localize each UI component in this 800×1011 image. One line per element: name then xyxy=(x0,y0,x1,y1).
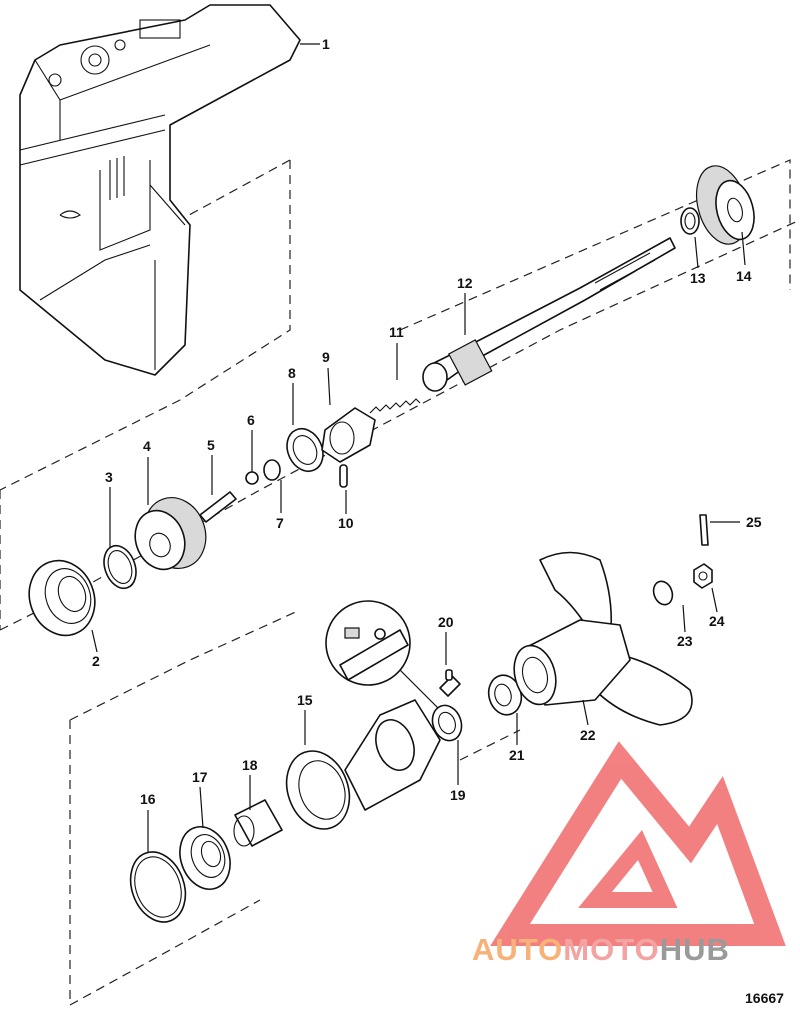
callout-8: 8 xyxy=(288,365,296,381)
callout-6: 6 xyxy=(247,412,255,428)
detail-inset xyxy=(325,600,441,711)
callout-15: 15 xyxy=(297,692,313,708)
callout-5: 5 xyxy=(207,437,215,453)
watermark-moto: MOTO xyxy=(563,932,659,967)
screw xyxy=(439,669,461,697)
callout-1: 1 xyxy=(322,36,330,52)
thrust-washer xyxy=(286,428,324,472)
pinion-gear xyxy=(134,497,207,571)
spring xyxy=(369,398,421,414)
callout-22: 22 xyxy=(580,727,596,743)
callout-17: 17 xyxy=(192,769,208,785)
watermark-text: AUTOMOTOHUB xyxy=(472,932,730,967)
callout-4: 4 xyxy=(143,438,151,454)
callout-16: 16 xyxy=(140,791,156,807)
shim-ring xyxy=(103,544,137,590)
forward-gear xyxy=(696,165,755,245)
o-ring xyxy=(129,851,187,923)
callout-11: 11 xyxy=(389,324,404,340)
bearing-carrier xyxy=(285,699,441,830)
propeller-shaft xyxy=(422,237,676,392)
callout-7: 7 xyxy=(276,515,284,531)
clutch-dog xyxy=(321,407,376,463)
callout-2: 2 xyxy=(92,653,100,669)
cross-pin xyxy=(339,464,348,488)
watermark-logo xyxy=(490,741,786,946)
pin xyxy=(199,491,237,523)
callout-18: 18 xyxy=(242,757,258,773)
callout-10: 10 xyxy=(338,515,354,531)
callout-14: 14 xyxy=(736,268,752,284)
propeller-nut xyxy=(693,563,713,589)
callout-24: 24 xyxy=(709,613,725,629)
gear-housing xyxy=(19,4,301,376)
thrust-hub xyxy=(487,674,523,716)
leader-lines xyxy=(91,43,746,852)
callout-20: 20 xyxy=(438,614,454,630)
ball xyxy=(245,471,259,485)
propeller-washer xyxy=(652,580,674,606)
callout-25: 25 xyxy=(746,514,762,530)
callout-21: 21 xyxy=(509,747,525,763)
watermark-auto: AUTO xyxy=(472,932,563,967)
propeller xyxy=(513,551,693,726)
callout-labels: 1 2 3 4 5 6 7 8 9 10 11 12 13 14 15 16 1… xyxy=(92,36,762,807)
callout-19: 19 xyxy=(450,787,466,803)
tapered-roller-bearing xyxy=(28,559,96,637)
figure-number: 16667 xyxy=(745,990,784,1006)
needle-bearing xyxy=(233,799,283,847)
callout-12: 12 xyxy=(457,275,473,291)
oil-seal xyxy=(431,704,463,742)
bushing xyxy=(263,459,281,481)
cotter-pin xyxy=(699,514,709,546)
callout-3: 3 xyxy=(105,469,113,485)
callout-23: 23 xyxy=(677,633,693,649)
callout-9: 9 xyxy=(322,349,330,365)
watermark-hub: HUB xyxy=(660,932,730,967)
callout-13: 13 xyxy=(690,270,706,286)
gear-washer xyxy=(680,207,700,235)
carrier-ball-bearing xyxy=(179,826,231,890)
